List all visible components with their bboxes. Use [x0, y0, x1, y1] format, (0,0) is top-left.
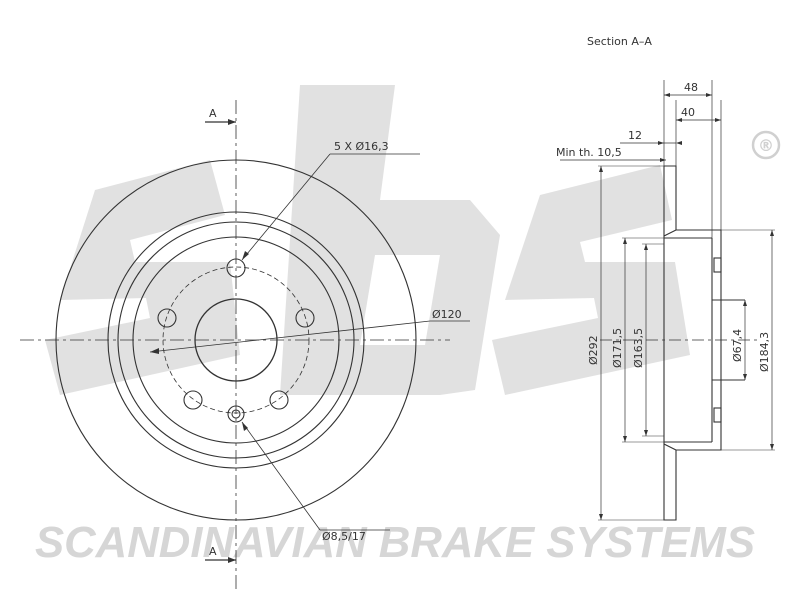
front-view: [20, 100, 470, 590]
small-hole-outer: [227, 405, 245, 423]
dim-thickness: 12: [628, 129, 642, 142]
small-hole-label: Ø8,5/17: [322, 530, 366, 543]
svg-text:®: ®: [758, 136, 774, 155]
hat-inner: [132, 236, 340, 444]
bolt-hole-4: [183, 390, 203, 410]
hat-outer: [117, 221, 355, 459]
bolt-hole-2: [295, 308, 315, 328]
dim-hat-diameter: Ø184,3: [758, 332, 771, 372]
section-view: [560, 80, 775, 521]
dim-min-thickness: Min th. 10,5: [556, 146, 622, 159]
disc-outer-edge: [55, 159, 417, 521]
sbs-watermark-logo: [45, 85, 690, 395]
center-bore: [194, 298, 278, 382]
dimension-arrows: [599, 93, 774, 520]
dim-outer-diameter: Ø292: [587, 335, 600, 365]
pcd-label: Ø120: [432, 308, 462, 321]
dim-d1: Ø171,5: [611, 328, 624, 368]
bolt-holes-label: 5 X Ø16,3: [334, 140, 389, 153]
bolt-hole-5: [157, 308, 177, 328]
small-hole-inner: [231, 409, 241, 419]
dim-d2: Ø163,5: [632, 328, 645, 368]
dim-center-bore: Ø67,4: [731, 329, 744, 362]
bolt-pitch-circle: [162, 266, 310, 414]
company-name-watermark: SCANDINAVIAN BRAKE SYSTEMS: [35, 518, 755, 567]
section-marker-bottom: A: [209, 545, 217, 558]
registered-mark: ®: [751, 130, 781, 160]
dim-total-width: 48: [684, 81, 698, 94]
section-title: Section A–A: [587, 35, 652, 48]
bolt-hole-3: [269, 390, 289, 410]
section-marker-top: A: [209, 107, 217, 120]
dim-hat-depth: 40: [681, 106, 695, 119]
disc-friction-inner: [107, 211, 365, 469]
bolt-hole-1: [226, 258, 246, 278]
